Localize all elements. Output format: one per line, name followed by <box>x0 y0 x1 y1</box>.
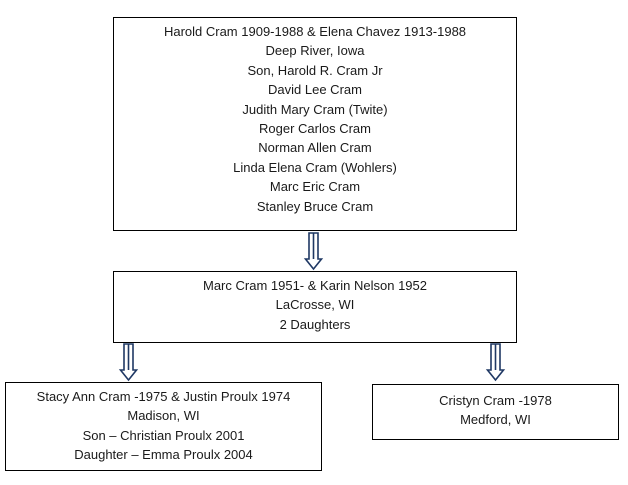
child-name: Judith Mary Cram (Twite) <box>242 101 388 117</box>
down-arrow-icon <box>485 343 506 382</box>
location-text: Medford, WI <box>460 412 531 428</box>
child-name: David Lee Cram <box>268 82 362 98</box>
location-text: LaCrosse, WI <box>275 297 355 313</box>
child-name: Marc Eric Cram <box>269 179 361 195</box>
family-box-marc-karin: Marc Cram 1951- & Karin Nelson 1952 LaCr… <box>113 271 517 343</box>
child-name: Daughter – Emma Proulx 2004 <box>74 447 253 463</box>
location-text: Deep River, Iowa <box>265 43 365 59</box>
child-name: Linda Elena Cram (Wohlers) <box>233 159 397 175</box>
child-name: Stanley Bruce Cram <box>256 198 374 214</box>
box-title: Marc Cram 1951- & Karin Nelson 1952 <box>203 278 427 293</box>
down-arrow-icon <box>303 232 324 271</box>
family-box-cristyn: Cristyn Cram -1978 Medford, WI <box>372 384 619 440</box>
family-box-stacy-justin: Stacy Ann Cram -1975 & Justin Proulx 197… <box>5 382 322 471</box>
box-title: Harold Cram 1909-1988 & Elena Chavez 191… <box>163 24 467 39</box>
children-count-text: 2 Daughters <box>279 316 351 332</box>
child-name: Son, Harold R. Cram Jr <box>247 62 383 78</box>
child-name: Roger Carlos Cram <box>259 121 371 137</box>
child-name: Norman Allen Cram <box>258 140 372 156</box>
location-text: Madison, WI <box>127 408 200 424</box>
down-arrow-icon <box>118 343 139 382</box>
box-title: Stacy Ann Cram -1975 & Justin Proulx 197… <box>36 389 291 404</box>
box-title: Cristyn Cram -1978 <box>439 393 552 408</box>
family-box-harold-elena: Harold Cram 1909-1988 & Elena Chavez 191… <box>113 17 517 231</box>
child-name: Son – Christian Proulx 2001 <box>82 427 245 443</box>
